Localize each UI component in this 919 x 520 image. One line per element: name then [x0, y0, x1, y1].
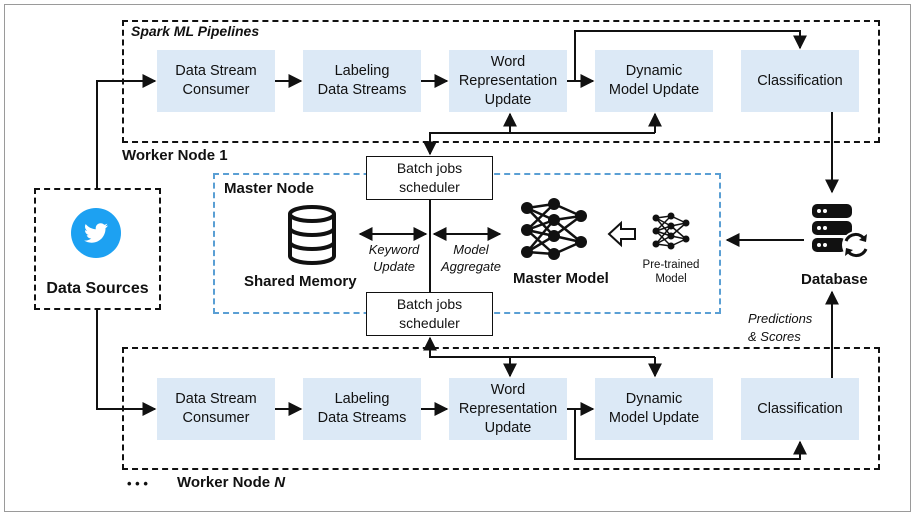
- neural-network-icon: [519, 198, 589, 262]
- data-sources-to-bottom-consumer-arrow: [96, 310, 157, 416]
- data-sources-label: Data Sources: [46, 280, 149, 297]
- top-scheduler-link: [423, 132, 655, 156]
- model-aggregate-label: Model Aggregate: [441, 242, 501, 274]
- stage-dynamic-model-update-bottom: Dynamic Model Update: [595, 378, 713, 440]
- database-refresh-icon: [808, 200, 872, 262]
- pipeline-title: Spark ML Pipelines: [131, 23, 260, 39]
- stage-labeling-top: Labeling Data Streams: [303, 50, 421, 112]
- database-label: Database: [801, 271, 868, 288]
- stage-word-representation-top: Word Representation Update: [449, 50, 567, 112]
- batch-jobs-scheduler-top: Batch jobs scheduler: [366, 156, 493, 200]
- bottom-scheduler-link: [423, 336, 655, 358]
- database-cylinder-icon: [286, 205, 338, 265]
- batch-jobs-scheduler-bottom: Batch jobs scheduler: [366, 292, 493, 336]
- diagram-frame: [4, 4, 911, 512]
- shared-memory-label: Shared Memory: [244, 273, 357, 290]
- worker-node-n-label: Worker Node N: [177, 474, 286, 491]
- top-word-to-classification-arrow: [574, 30, 807, 81]
- stage-word-representation-bottom: Word Representation Update: [449, 378, 567, 440]
- keyword-update-label: Keyword Update: [368, 242, 420, 274]
- stage-classification-bottom: Classification: [741, 378, 859, 440]
- master-model-label: Master Model: [513, 270, 609, 287]
- worker-node-n-dots: • • •: [127, 476, 148, 491]
- worker-node-1-label: Worker Node 1: [122, 147, 228, 164]
- pretrained-model-label: Pre-trained Model: [642, 259, 700, 285]
- stage-data-stream-consumer-bottom: Data Stream Consumer: [157, 378, 275, 440]
- stage-data-stream-consumer-top: Data Stream Consumer: [157, 50, 275, 112]
- stage-dynamic-model-update-top: Dynamic Model Update: [595, 50, 713, 112]
- stage-labeling-bottom: Labeling Data Streams: [303, 378, 421, 440]
- master-node-title: Master Node: [224, 180, 315, 197]
- data-sources-to-top-consumer-arrow: [96, 74, 157, 188]
- data-sources-region: [34, 188, 161, 310]
- twitter-bird-icon: [71, 208, 121, 258]
- hollow-left-arrow-icon: [607, 220, 637, 248]
- stage-classification-top: Classification: [741, 50, 859, 112]
- pretrained-neural-network-icon: [651, 212, 691, 250]
- predictions-scores-label: Predictions & Scores: [748, 311, 813, 344]
- bottom-word-to-classification-arrow: [574, 409, 807, 460]
